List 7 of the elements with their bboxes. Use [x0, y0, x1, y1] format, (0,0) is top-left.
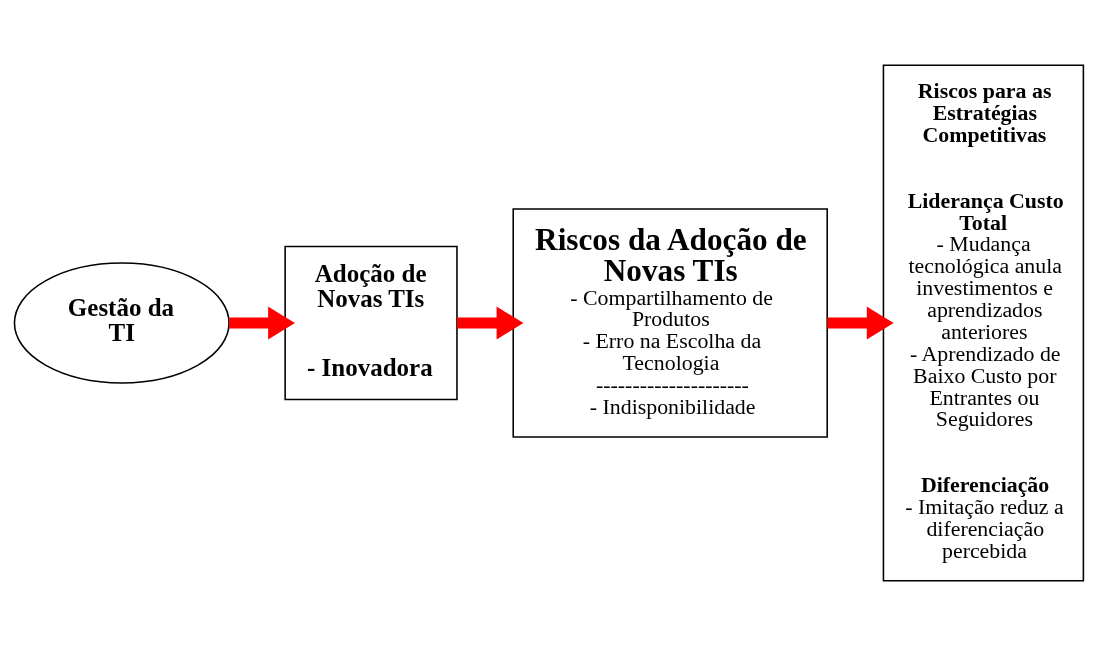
- node-box: Riscos para as Estratégias Competitivas Liderança Custo Total - Mudança tecnológica anula investimentos e aprendizados anteriores - Aprendizado de Baixo Custo por Entrantes ou Seguidores Diferenciação - Imitação reduz a diferenciação percebida: [882, 64, 1085, 582]
- node-ellipse: Gestão da TI: [13, 262, 230, 384]
- arrow: [827, 306, 894, 340]
- node-box: Riscos da Adoção de Novas TIs - Compartilhamento de Produtos - Erro na Escolha da Tecnologia --------------------- - Indisponibilidade: [512, 208, 828, 438]
- arrow: [229, 306, 295, 340]
- node-box: Adoção de Novas TIs - Inovadora: [284, 245, 458, 401]
- arrow: [457, 306, 524, 340]
